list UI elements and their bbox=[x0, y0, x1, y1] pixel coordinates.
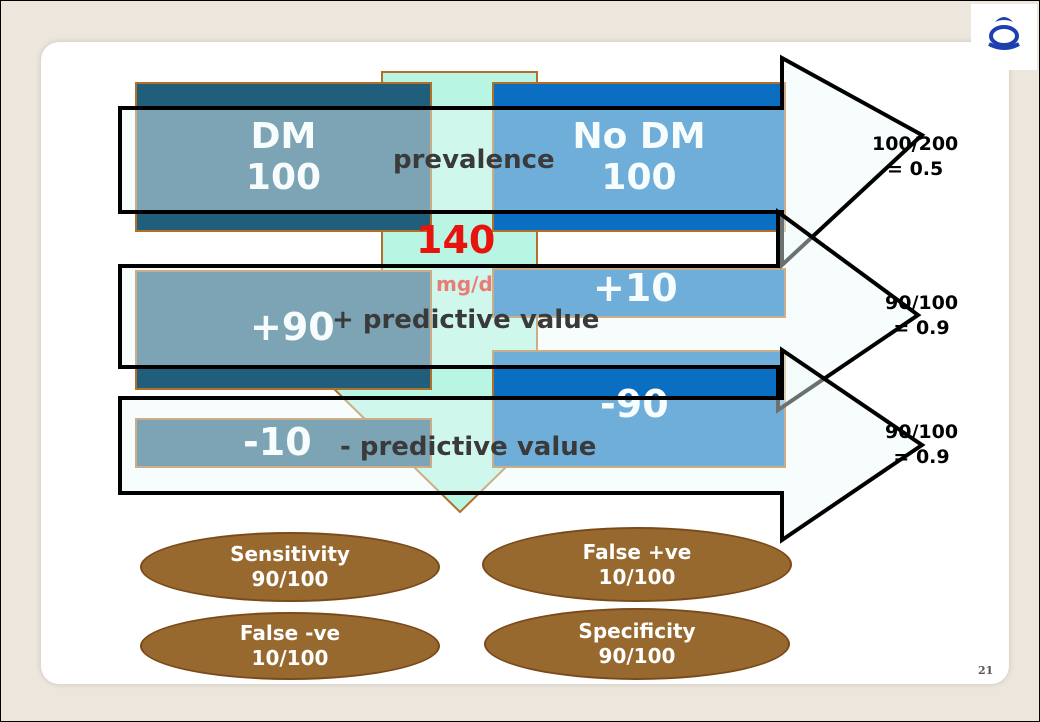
tp-value: +90 bbox=[250, 305, 335, 349]
prevalence-equals: = 0.5 bbox=[887, 157, 944, 180]
specificity-value: 90/100 bbox=[598, 644, 676, 668]
sensitivity-name: Sensitivity bbox=[230, 542, 350, 566]
fp-value: +10 bbox=[593, 266, 678, 310]
dm-label: DM bbox=[250, 115, 317, 157]
ppv-label: + predictive value bbox=[332, 305, 600, 335]
true-negative-box bbox=[492, 350, 786, 468]
threshold-value: 140 bbox=[416, 218, 496, 262]
npv-label: - predictive value bbox=[340, 432, 597, 462]
threshold-unit: mg/d bbox=[436, 272, 493, 296]
npv-fraction: 90/100 bbox=[885, 421, 959, 443]
logo bbox=[971, 4, 1037, 70]
false-positive-name: False +ve bbox=[582, 539, 692, 564]
specificity-name: Specificity bbox=[578, 619, 696, 643]
npv-equals: = 0.9 bbox=[893, 445, 950, 468]
logo-icon bbox=[988, 17, 1020, 50]
dm-count: 100 bbox=[245, 157, 322, 198]
fn-value: -10 bbox=[243, 420, 312, 464]
false-negative-value: 10/100 bbox=[251, 646, 329, 670]
false-positive-value: 10/100 bbox=[598, 564, 676, 589]
npv-result: 90/100 = 0.9 bbox=[885, 420, 958, 469]
false-negative-box bbox=[135, 418, 432, 468]
prevalence-label: prevalence bbox=[393, 145, 555, 175]
nodm-label: No DM bbox=[572, 115, 706, 157]
ppv-fraction: 90/100 bbox=[885, 292, 959, 314]
false-negative-name: False -ve bbox=[239, 621, 341, 645]
false-positive-ellipse: False +ve 10/100 bbox=[482, 527, 792, 602]
nodm-count: 100 bbox=[601, 157, 677, 198]
prevalence-fraction: 100/200 bbox=[872, 133, 959, 155]
true-positive-box bbox=[135, 270, 432, 390]
ppv-result: 90/100 = 0.9 bbox=[885, 291, 958, 340]
false-positive-box bbox=[492, 268, 786, 318]
sensitivity-value: 90/100 bbox=[251, 567, 329, 591]
sensitivity-ellipse: Sensitivity 90/100 bbox=[140, 532, 440, 602]
tn-value: -90 bbox=[600, 382, 669, 426]
page-number: 21 bbox=[978, 664, 994, 677]
ppv-equals: = 0.9 bbox=[893, 316, 950, 339]
prevalence-result: 100/200 = 0.5 bbox=[872, 132, 958, 181]
false-negative-ellipse: False -ve 10/100 bbox=[140, 612, 440, 680]
specificity-ellipse: Specificity 90/100 bbox=[484, 608, 790, 680]
